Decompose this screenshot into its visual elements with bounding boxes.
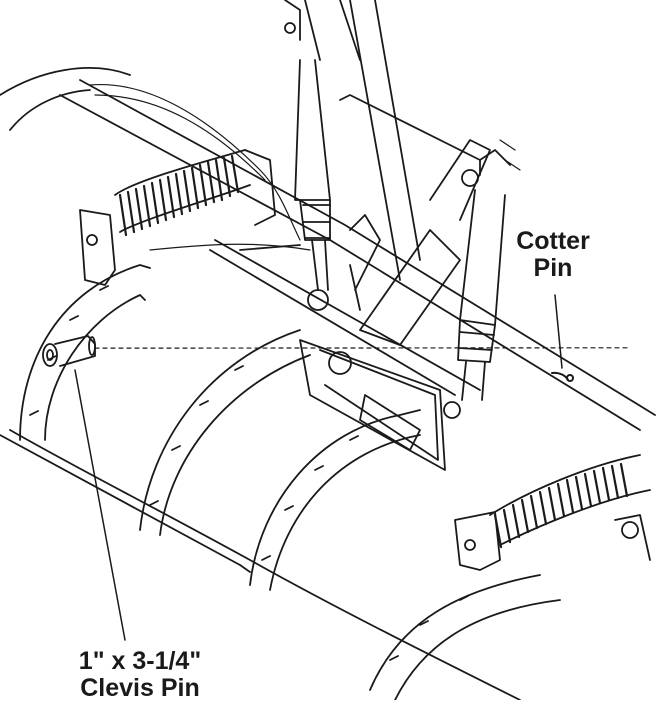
clevis-pin-label: 1" x 3-1/4" Clevis Pin	[40, 648, 240, 702]
clevis-pin-leader	[74, 369, 126, 641]
cotter-pin-label: Cotter Pin	[498, 228, 608, 282]
trip-spring-left	[79, 149, 276, 286]
trip-spring-right	[454, 454, 651, 571]
clevis-pin-label-line1: 1" x 3-1/4"	[78, 647, 202, 675]
cotter-pin-label-line1: Cotter	[516, 227, 590, 255]
lift-cylinder-right	[457, 149, 511, 401]
cotter-pin-label-line2: Pin	[533, 254, 573, 282]
moldboard	[0, 67, 561, 701]
pin-axis-line	[94, 347, 629, 349]
hoses	[89, 83, 521, 251]
cotter-pin-part	[551, 371, 574, 382]
a-frame-pivot	[239, 0, 491, 471]
lift-cylinder-left	[284, 0, 361, 311]
cotter-pin-leader	[554, 294, 563, 369]
clevis-pin-label-line2: Clevis Pin	[80, 674, 200, 702]
clevis-pin-part	[42, 335, 96, 367]
